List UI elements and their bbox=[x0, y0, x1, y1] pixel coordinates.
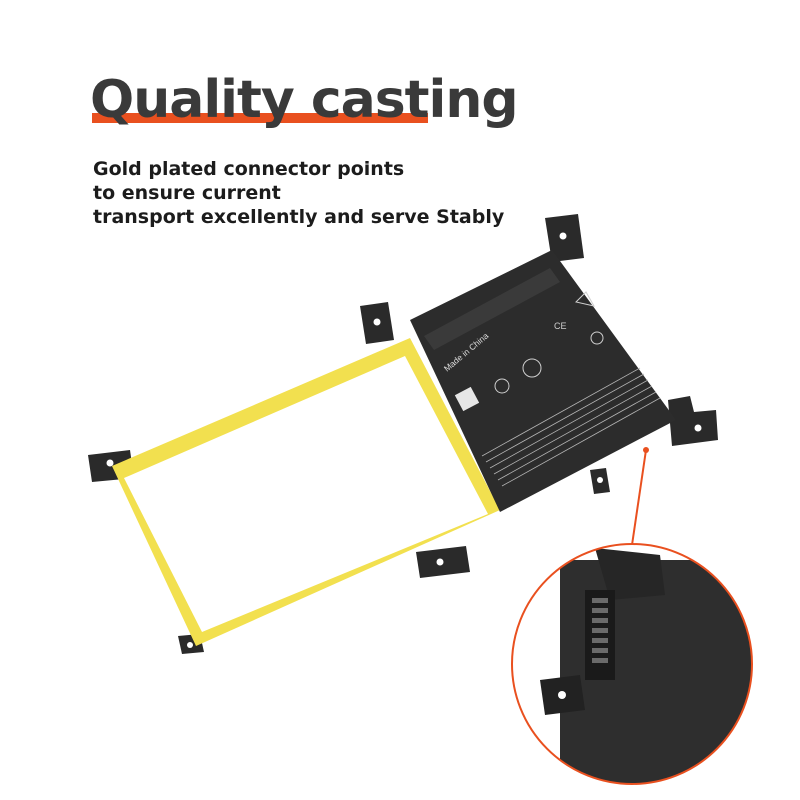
subtext-line-1: Gold plated connector points bbox=[93, 158, 405, 180]
subtext-line-3: transport excellently and serve Stably bbox=[93, 206, 505, 228]
headline-underline bbox=[92, 113, 428, 123]
subtext-line-2: to ensure current bbox=[93, 182, 281, 204]
headline: Quality casting bbox=[90, 70, 519, 130]
callout-line bbox=[631, 449, 647, 546]
qr-code bbox=[454, 386, 480, 412]
white-sheet bbox=[124, 356, 488, 632]
ce-mark: CE bbox=[554, 321, 567, 331]
connector-zoom-inset bbox=[512, 544, 752, 784]
